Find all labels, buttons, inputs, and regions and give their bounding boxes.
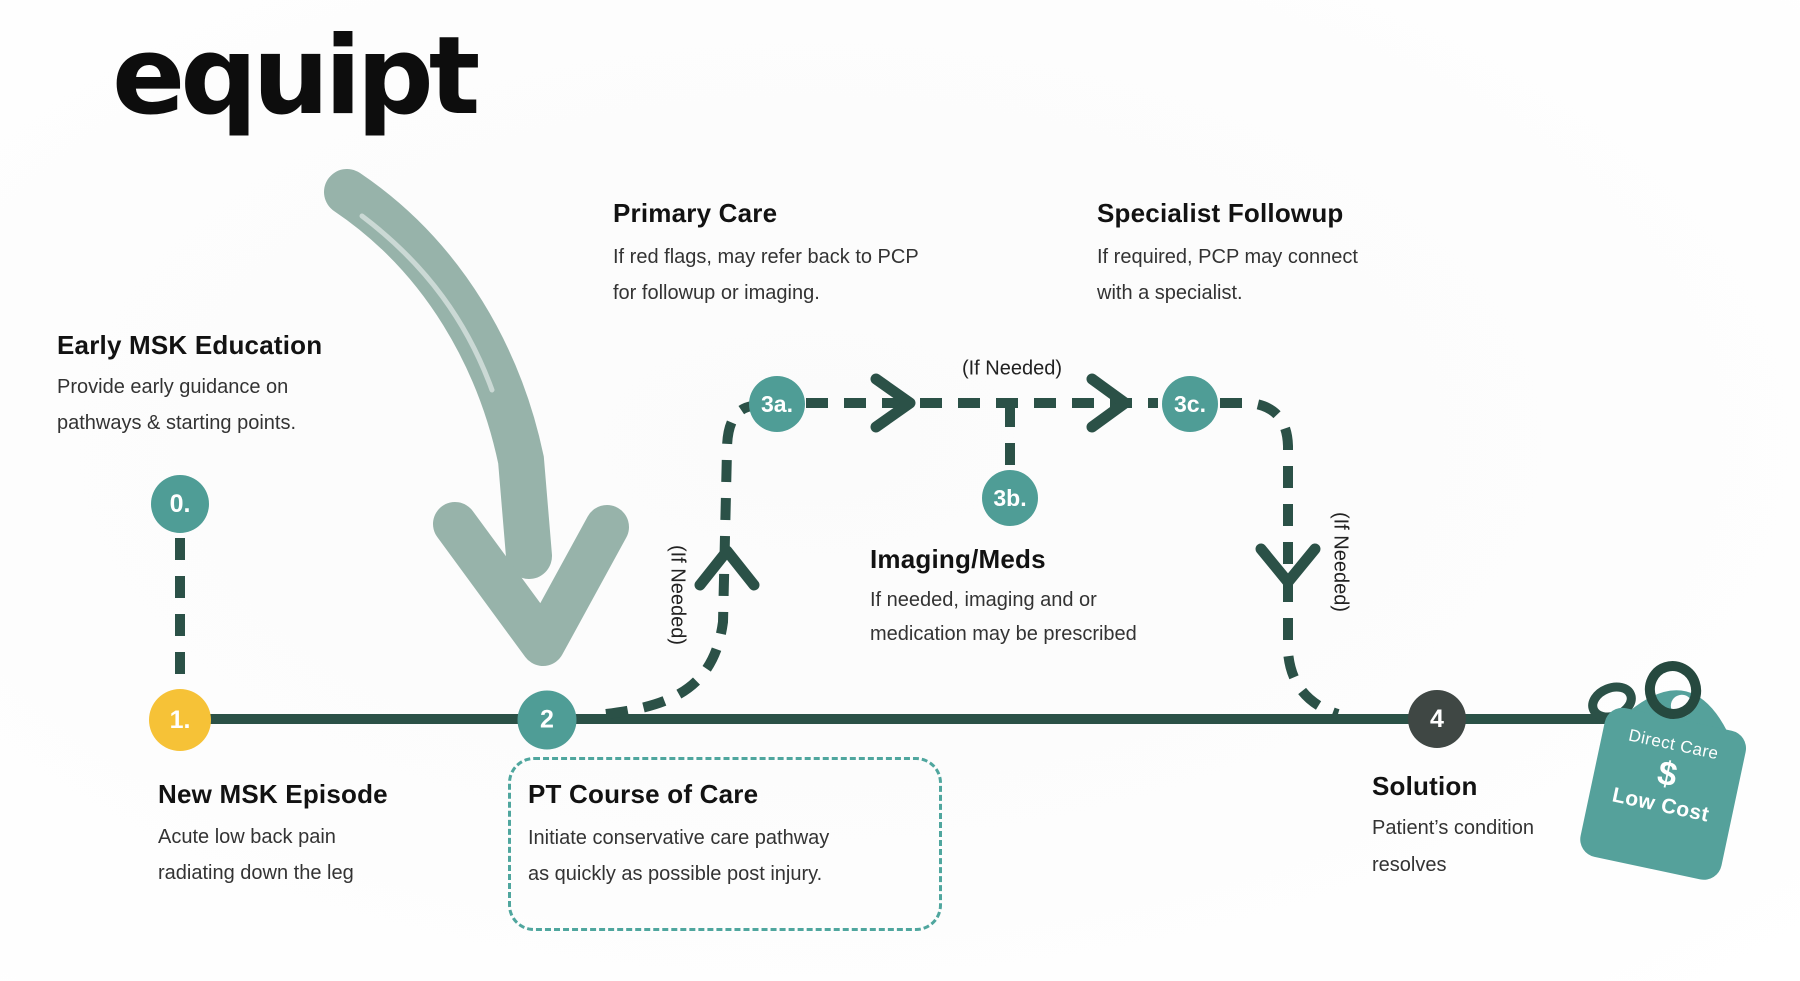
node-1: 1. bbox=[149, 689, 211, 751]
block-early-msk-education: Early MSK Education Provide early guidan… bbox=[57, 330, 322, 441]
node-2: 2 bbox=[517, 690, 577, 750]
chevron-right-icon bbox=[1086, 373, 1131, 433]
brush-arrow-head bbox=[433, 502, 629, 666]
block-specialist-followup: Specialist Followup If required, PCP may… bbox=[1097, 198, 1358, 311]
node-3c: 3c. bbox=[1162, 376, 1218, 432]
early-msk-title: Early MSK Education bbox=[57, 330, 323, 360]
equipt-logo: equipt bbox=[112, 14, 480, 139]
block-primary-care: Primary Care If red flags, may refer bac… bbox=[613, 198, 919, 311]
chevron-down-icon bbox=[1255, 543, 1321, 588]
brush-arrow-shaft bbox=[324, 169, 552, 579]
primary-care-desc-line2: for followup or imaging. bbox=[613, 282, 820, 304]
if-needed-label-left: (If Needed) bbox=[666, 544, 689, 646]
early-msk-desc-line2: pathways & starting points. bbox=[57, 412, 297, 434]
specialist-title: Specialist Followup bbox=[1097, 198, 1344, 228]
tag-dollar-icon: $ bbox=[1654, 753, 1681, 795]
primary-care-desc-line1: If red flags, may refer back to PCP bbox=[613, 246, 919, 268]
brush-arrow-highlight bbox=[359, 213, 495, 393]
node-3b: 3b. bbox=[982, 470, 1038, 526]
primary-care-title: Primary Care bbox=[613, 198, 778, 228]
dash-node2-to-3a bbox=[605, 401, 754, 719]
pt-course-desc-line1: Initiate conservative care pathway bbox=[528, 827, 830, 849]
imaging-meds-desc-line2: medication may be prescribed bbox=[870, 623, 1137, 645]
block-new-msk-episode: New MSK Episode Acute low back pain radi… bbox=[158, 779, 388, 891]
node-4: 4 bbox=[1408, 690, 1466, 748]
chevron-up-icon bbox=[694, 545, 760, 591]
if-needed-label-top: (If Needed) bbox=[961, 357, 1063, 380]
block-imaging-meds: Imaging/Meds If needed, imaging and or m… bbox=[870, 544, 1137, 651]
solution-desc-line2: resolves bbox=[1372, 854, 1447, 876]
solution-desc: Patient’s condition resolves bbox=[1372, 810, 1534, 884]
new-msk-title: New MSK Episode bbox=[158, 779, 388, 809]
primary-care-desc: If red flags, may refer back to PCP for … bbox=[613, 239, 919, 311]
block-solution: Solution Patient’s condition resolves bbox=[1372, 771, 1534, 884]
new-msk-desc-line1: Acute low back pain bbox=[158, 826, 336, 848]
block-pt-course: PT Course of Care Initiate conservative … bbox=[528, 779, 829, 892]
pt-course-title: PT Course of Care bbox=[528, 779, 759, 809]
solution-desc-line1: Patient’s condition bbox=[1372, 817, 1534, 839]
specialist-desc-line2: with a specialist. bbox=[1097, 282, 1243, 304]
node-3a: 3a. bbox=[749, 376, 805, 432]
chevron-right-icon bbox=[870, 373, 916, 433]
specialist-desc: If required, PCP may connect with a spec… bbox=[1097, 239, 1358, 311]
price-tag-shape bbox=[1580, 690, 1747, 880]
pt-course-desc-line2: as quickly as possible post injury. bbox=[528, 863, 823, 885]
solution-title: Solution bbox=[1372, 771, 1478, 801]
specialist-desc-line1: If required, PCP may connect bbox=[1097, 246, 1358, 268]
dash-3c-to-timeline bbox=[1220, 398, 1340, 719]
if-needed-label-right: (If Needed) bbox=[1329, 511, 1352, 613]
node-0: 0. bbox=[151, 475, 209, 533]
tag-string-right-loop bbox=[1644, 661, 1702, 719]
pt-course-desc: Initiate conservative care pathway as qu… bbox=[528, 820, 829, 892]
imaging-meds-desc-line1: If needed, imaging and or bbox=[870, 589, 1097, 611]
imaging-meds-desc: If needed, imaging and or medication may… bbox=[870, 583, 1137, 651]
new-msk-desc-line2: radiating down the leg bbox=[158, 862, 354, 884]
pt-course-box bbox=[508, 757, 942, 931]
new-msk-desc: Acute low back pain radiating down the l… bbox=[158, 819, 388, 891]
early-msk-desc: Provide early guidance on pathways & sta… bbox=[57, 369, 322, 441]
imaging-meds-title: Imaging/Meds bbox=[870, 544, 1046, 574]
early-msk-desc-line1: Provide early guidance on bbox=[57, 376, 289, 398]
